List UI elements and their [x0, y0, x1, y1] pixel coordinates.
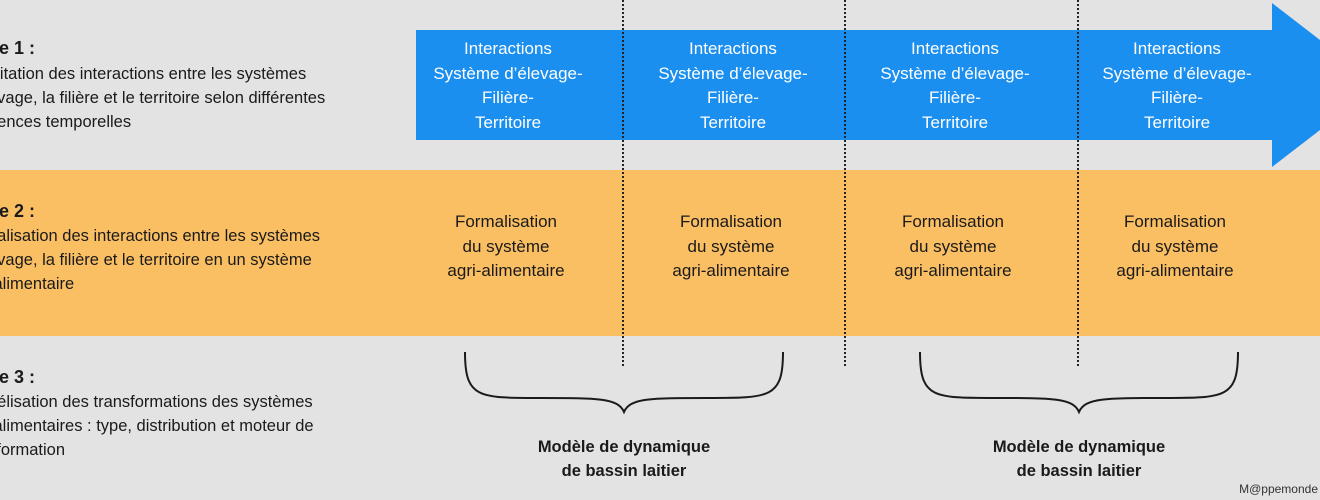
step-1-description: icitation des interactions entre les sys…	[0, 65, 326, 131]
formalisation-cell-2: Formalisation du système agri-alimentair…	[672, 212, 790, 280]
separator-line-2	[844, 0, 846, 366]
band-step-3	[0, 336, 1320, 500]
step-1-title: pe 1 :	[0, 38, 36, 58]
formalisation-cell-1: Formalisation du système agri-alimentair…	[447, 212, 565, 280]
interaction-cell-3: Interactions Système d’élevage- Filière-…	[880, 39, 1030, 132]
step-3-description: délisation des transformations des systè…	[0, 393, 314, 459]
interaction-cell-1: Interactions Système d’élevage- Filière-…	[433, 39, 583, 132]
step-2-title: pe 2 :	[0, 201, 36, 221]
interaction-cell-4: Interactions Système d’élevage- Filière-…	[1102, 39, 1252, 132]
step-2-description: nalisation des interactions entre les sy…	[0, 227, 320, 293]
separator-line-1	[622, 0, 624, 366]
model-label-1: Modèle de dynamique de bassin laitier	[537, 438, 711, 480]
timeline-arrow-shape	[416, 3, 1320, 167]
formalisation-cell-3: Formalisation du système agri-alimentair…	[894, 212, 1012, 280]
step-3-title: pe 3 :	[0, 367, 36, 387]
credit-label: M@ppemonde	[1239, 482, 1318, 496]
brace-left	[464, 351, 784, 415]
brace-right	[919, 351, 1239, 415]
model-label-2: Modèle de dynamique de bassin laitier	[992, 438, 1166, 480]
formalisation-cell-4: Formalisation du système agri-alimentair…	[1116, 212, 1234, 280]
band-step-2	[0, 170, 1320, 336]
interaction-cell-2: Interactions Système d’élevage- Filière-…	[658, 39, 808, 132]
timeline-arrow	[416, 3, 1320, 167]
separator-line-3	[1077, 0, 1079, 366]
